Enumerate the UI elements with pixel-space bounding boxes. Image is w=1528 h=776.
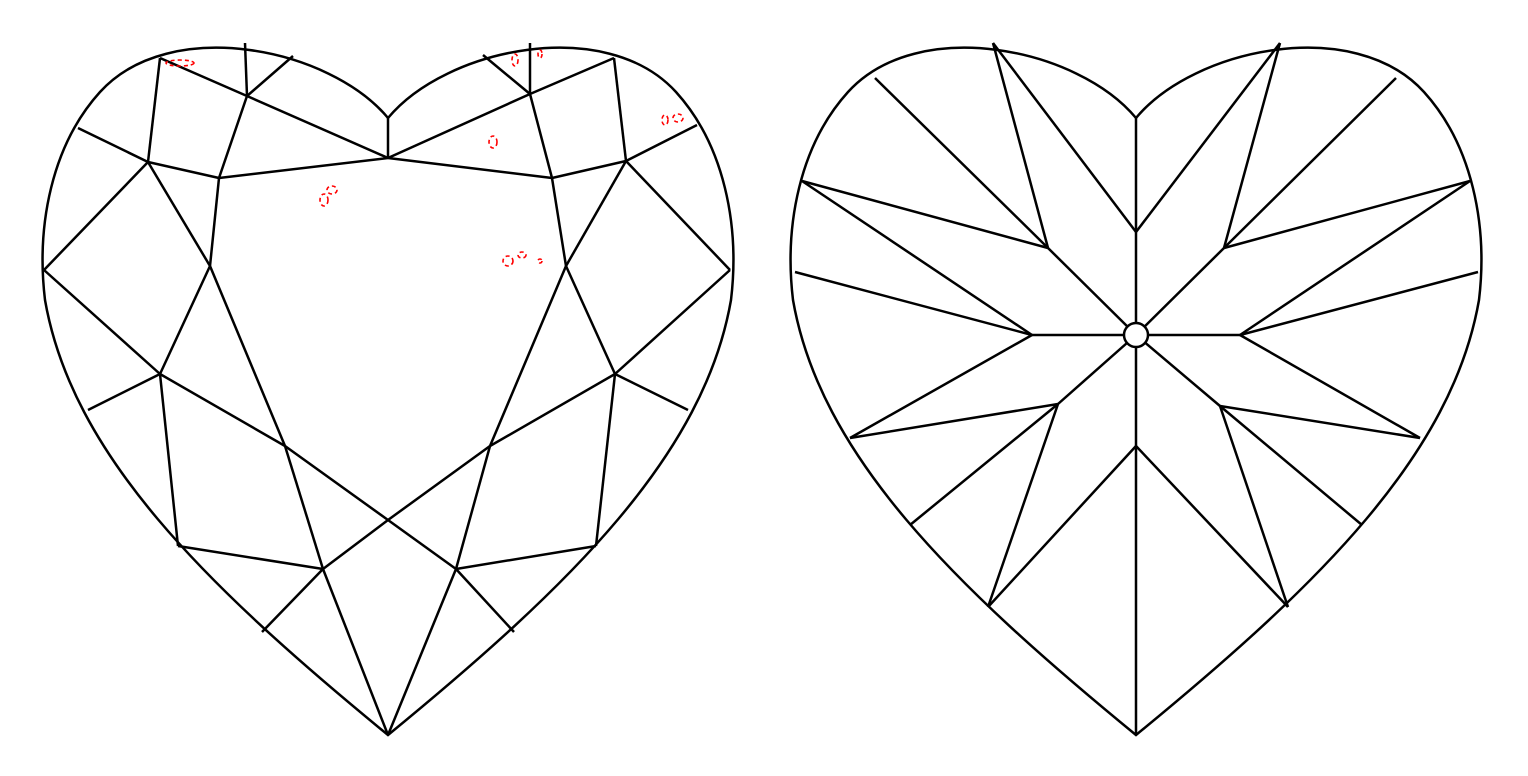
inclusion-mark [488,135,498,149]
facet-line [177,544,324,571]
facet-line [992,42,1137,233]
inclusion-mark [537,258,543,264]
facet-line [1135,247,1225,336]
inclusion-mark [326,185,338,195]
facet-line [625,160,731,271]
facet-line [1239,179,1471,337]
facet-line [146,161,212,267]
facet-line [77,126,149,164]
facet-line [794,270,1033,337]
facet-line [387,92,531,160]
facet-line [801,179,1033,337]
facet-line [158,265,212,375]
facet-line [1219,404,1421,440]
culet-circle [1122,321,1150,349]
facet-line [283,445,325,570]
facet-line [551,159,627,180]
facet-line [528,93,554,179]
pavilion-view-heart [789,42,1483,737]
inclusion-mark [537,49,543,59]
inclusion-mark [517,251,527,259]
facet-line [550,177,568,267]
facet-line [529,56,615,96]
facet-line [284,444,389,522]
facet-line [218,156,389,180]
facet-line [1218,405,1290,608]
facet-line [87,372,161,412]
inclusion-mark [661,114,669,126]
facet-line [1047,247,1137,336]
facet-line [849,402,1059,440]
inclusion-mark [502,255,514,267]
inclusion-mark [672,113,684,123]
facet-line [1223,179,1471,250]
facet-line [482,54,531,95]
crown-view-heart [41,42,735,737]
facet-line [1239,270,1479,337]
facet-line [455,568,515,633]
facet-line [489,372,616,448]
facet-line [874,77,1049,249]
facet-line [387,518,457,571]
facet-line [849,333,1033,440]
facet-line [594,373,617,547]
facet-line [159,372,286,448]
facet-line [564,265,617,375]
facet-line [986,403,1060,608]
inclusion-mark [511,53,519,67]
facet-line [243,42,249,97]
facet-line [1223,77,1397,249]
facet-line [261,568,324,633]
facet-line [801,179,1049,250]
facet-line [217,95,249,179]
facet-line [1057,334,1137,405]
facet-line [246,94,389,160]
facet-line [208,177,221,267]
facet-line [387,156,553,180]
facet-line [208,265,287,447]
facet-line [386,568,458,736]
inclusion-mark [165,59,195,67]
facet-line [614,269,731,375]
facet-line [455,544,597,571]
facet-line [488,265,568,447]
facet-line [991,42,1050,249]
facet-line [43,161,149,271]
facet-line [1222,42,1282,249]
facet-line [612,57,628,162]
facet-line [146,57,162,163]
facet-line [43,269,161,375]
facet-line [1239,333,1421,440]
facet-line [159,56,248,98]
facet-line [246,55,294,97]
facet-line [454,445,492,570]
facet-line [1135,445,1289,608]
facet-line [1135,42,1281,233]
facet-line [1135,334,1221,407]
facet-line [387,444,491,522]
facet-line [322,519,389,570]
facet-line [321,568,390,736]
facet-line [909,403,1059,526]
facet-line [614,372,689,412]
facet-line [158,373,180,547]
facet-line [147,160,220,180]
facet-line [564,160,628,267]
facet-line [987,445,1137,608]
facet-line [625,123,698,163]
inclusion-mark [319,193,329,207]
facet-line [1219,405,1363,526]
